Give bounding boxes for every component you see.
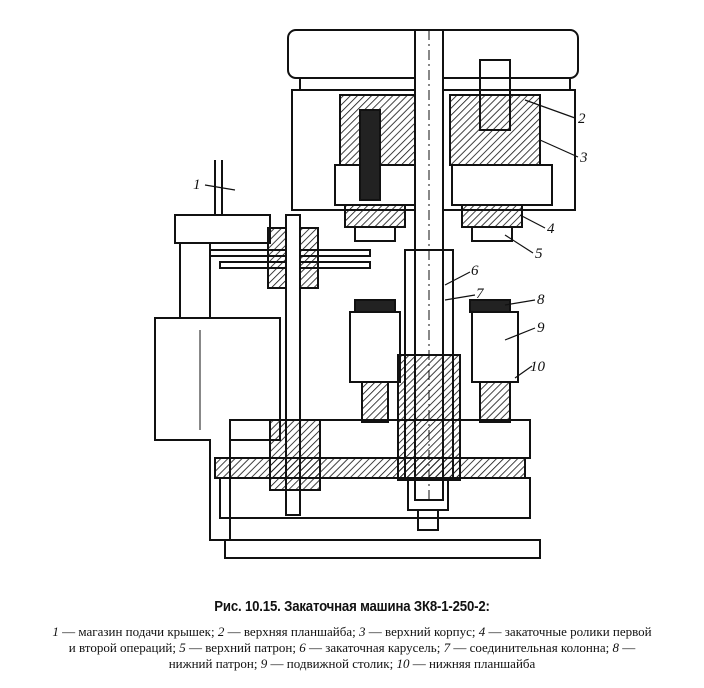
callout-5: 5: [535, 246, 543, 262]
callout-labels: 1 2 3 4 5 6 7 8 9 10: [193, 111, 588, 375]
lower-plate-and-base: [214, 419, 541, 559]
legend-item: 1 — магазин подачи крышек;: [52, 624, 218, 639]
callout-6: 6: [471, 263, 479, 279]
callout-7: 7: [476, 286, 485, 302]
legend-item: 4 — закаточные ролики первой и второй оп…: [68, 624, 652, 655]
legend-item: 3 — верхний корпус;: [359, 624, 479, 639]
left-body: [154, 317, 281, 541]
upper-chucks: [344, 204, 523, 242]
lower-chucks: [349, 299, 519, 423]
figure-title: Рис. 10.15. Закаточная машина ЗК8-1-250-…: [214, 598, 490, 615]
legend-item: 10 — нижняя планшайба: [396, 656, 536, 671]
callout-8: 8: [537, 292, 545, 308]
callout-2: 2: [578, 111, 586, 127]
legend-item: 5 — верхний патрон;: [179, 640, 300, 655]
upper-housing: [291, 59, 576, 211]
callout-9: 9: [537, 320, 545, 336]
figure-legend: 1 — магазин подачи крышек; 2 — верхняя п…: [52, 624, 652, 672]
callout-3: 3: [579, 150, 588, 166]
legend-item: 6 — закаточная карусель;: [299, 640, 444, 655]
legend-item: 8 — нижний патрон;: [168, 640, 636, 671]
legend-item: 7 — соединительная колонна;: [443, 640, 613, 655]
callout-1: 1: [193, 177, 201, 193]
leader-lines: [204, 99, 579, 379]
legend-item: 2 — верхняя планшайба;: [217, 624, 360, 639]
callout-10: 10: [530, 359, 546, 375]
machine-drawing: 1 2 3 4 5 6 7 8 9 10: [154, 29, 588, 559]
legend-item: 9 — подвижной столик;: [260, 656, 397, 671]
callout-4: 4: [547, 221, 555, 237]
